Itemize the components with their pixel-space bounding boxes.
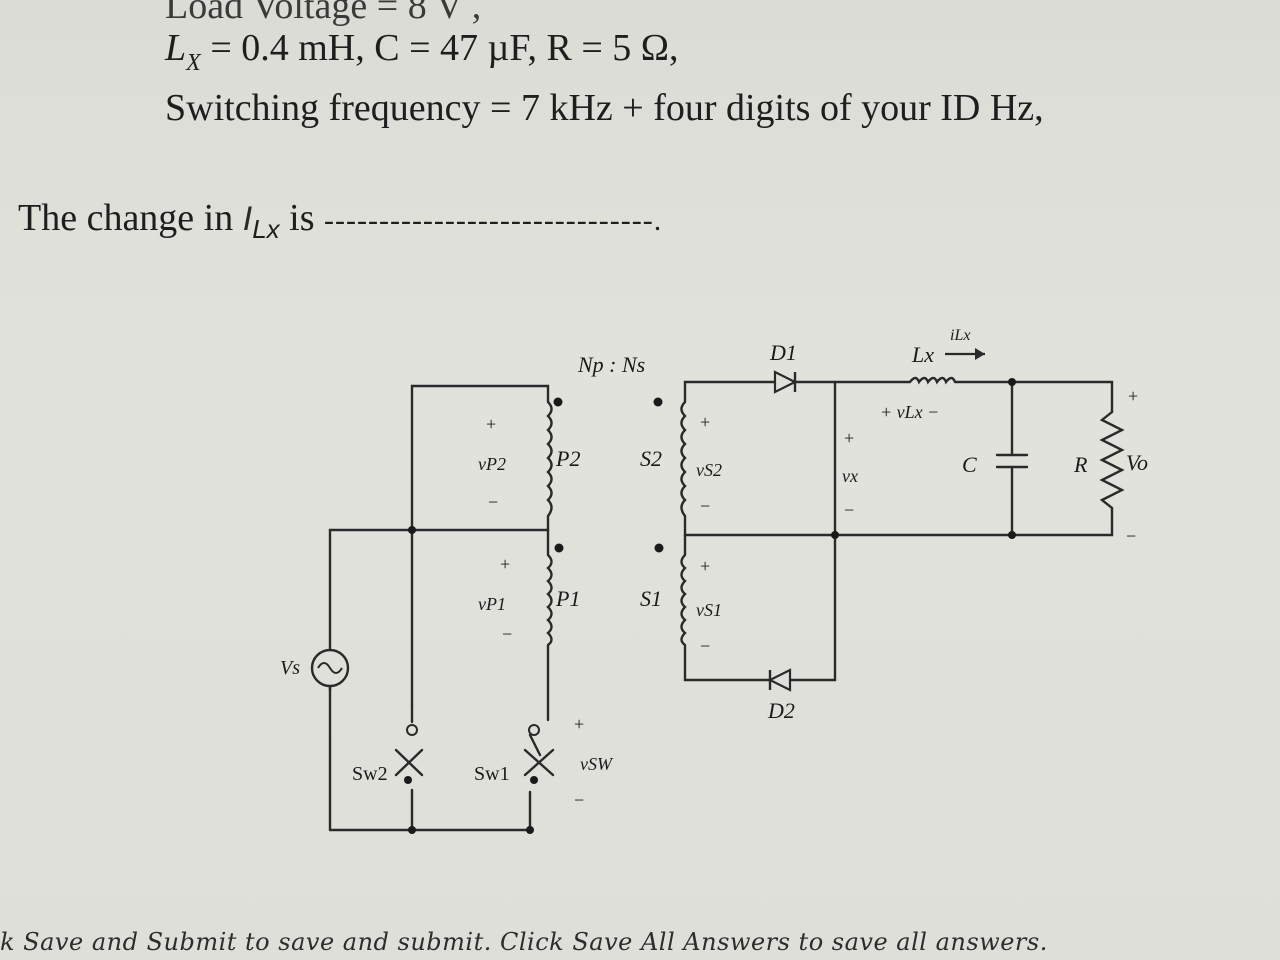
c-label: C	[962, 452, 977, 477]
vo-label: Vo	[1126, 450, 1148, 475]
diode-d2	[767, 668, 792, 692]
vp1-plus: +	[500, 554, 510, 574]
lx-symbol: L	[165, 27, 187, 69]
footer-instructions: k Save and Submit to save and submit. Cl…	[0, 928, 1048, 956]
circuit-diagram: Np : Ns D1 D2 Lx iLx + vLx − C R Vo + − …	[280, 327, 1148, 834]
circuit-wires	[328, 380, 1125, 832]
source-wave	[317, 662, 343, 674]
polarity-dots	[404, 378, 1016, 834]
sw1-label: Sw1	[474, 763, 510, 785]
secondary-s1-coil	[680, 554, 687, 646]
turns-ratio-label: Np : Ns	[577, 352, 645, 377]
vs1-plus: +	[700, 556, 710, 576]
transformer-coils	[546, 376, 957, 646]
vp1-label: vP1	[478, 594, 506, 614]
vs2-plus: +	[700, 412, 710, 432]
inductor-lx-coil	[909, 376, 957, 385]
question-text: The change in ILx is -------------------…	[18, 196, 662, 245]
vo-minus: −	[1126, 526, 1136, 546]
question-variable: I	[242, 200, 253, 238]
component-values: = 0.4 mH, C = 47 µF, R = 5 Ω,	[200, 27, 679, 69]
vs1-minus: −	[700, 636, 710, 656]
vs-label: Vs	[280, 657, 300, 679]
switch-terminals	[406, 724, 540, 736]
vsw-label: vSW	[580, 754, 614, 774]
vp2-plus: +	[486, 414, 496, 434]
d1-label: D1	[769, 340, 797, 365]
sw2-label: Sw2	[352, 763, 388, 785]
current-arrowhead	[975, 348, 985, 360]
vs1-label: vS1	[696, 600, 722, 620]
vs2-label: vS2	[696, 460, 722, 480]
vx-plus: +	[844, 428, 854, 448]
s1-label: S1	[640, 586, 662, 611]
d2-label: D2	[767, 698, 795, 723]
vp1-minus: −	[502, 624, 512, 644]
p2-label: P2	[555, 446, 580, 471]
vs2-minus: −	[700, 496, 710, 516]
p1-label: P1	[555, 586, 580, 611]
lx-label: Lx	[911, 342, 934, 367]
primary-p1-coil	[546, 554, 553, 646]
switching-frequency-line: Switching frequency = 7 kHz + four digit…	[165, 87, 1044, 129]
vo-plus: +	[1128, 386, 1138, 406]
lx-subscript: X	[186, 50, 201, 76]
vlx-label: + vLx −	[880, 402, 939, 422]
primary-p2-coil	[546, 401, 553, 517]
question-suffix: is	[279, 197, 325, 239]
secondary-s2-coil	[680, 401, 687, 517]
vp2-minus: −	[488, 492, 498, 512]
ilx-label: iLx	[950, 327, 970, 344]
load-voltage-line: Load Voltage = 8 V ,	[165, 0, 482, 27]
answer-blank: ------------------------------.	[324, 204, 663, 237]
component-values-line: LX = 0.4 mH, C = 47 µF, R = 5 Ω,	[165, 26, 679, 77]
vsw-plus: +	[574, 714, 584, 734]
r-label: R	[1073, 452, 1088, 477]
diode-d1	[773, 370, 798, 394]
s2-label: S2	[640, 446, 662, 471]
vp2-label: vP2	[478, 454, 506, 474]
question-prefix: The change in	[18, 197, 243, 239]
vx-minus: −	[844, 500, 854, 520]
vsw-minus: −	[574, 790, 584, 810]
question-variable-subscript: Lx	[252, 214, 280, 244]
vx-label: vx	[842, 466, 858, 486]
